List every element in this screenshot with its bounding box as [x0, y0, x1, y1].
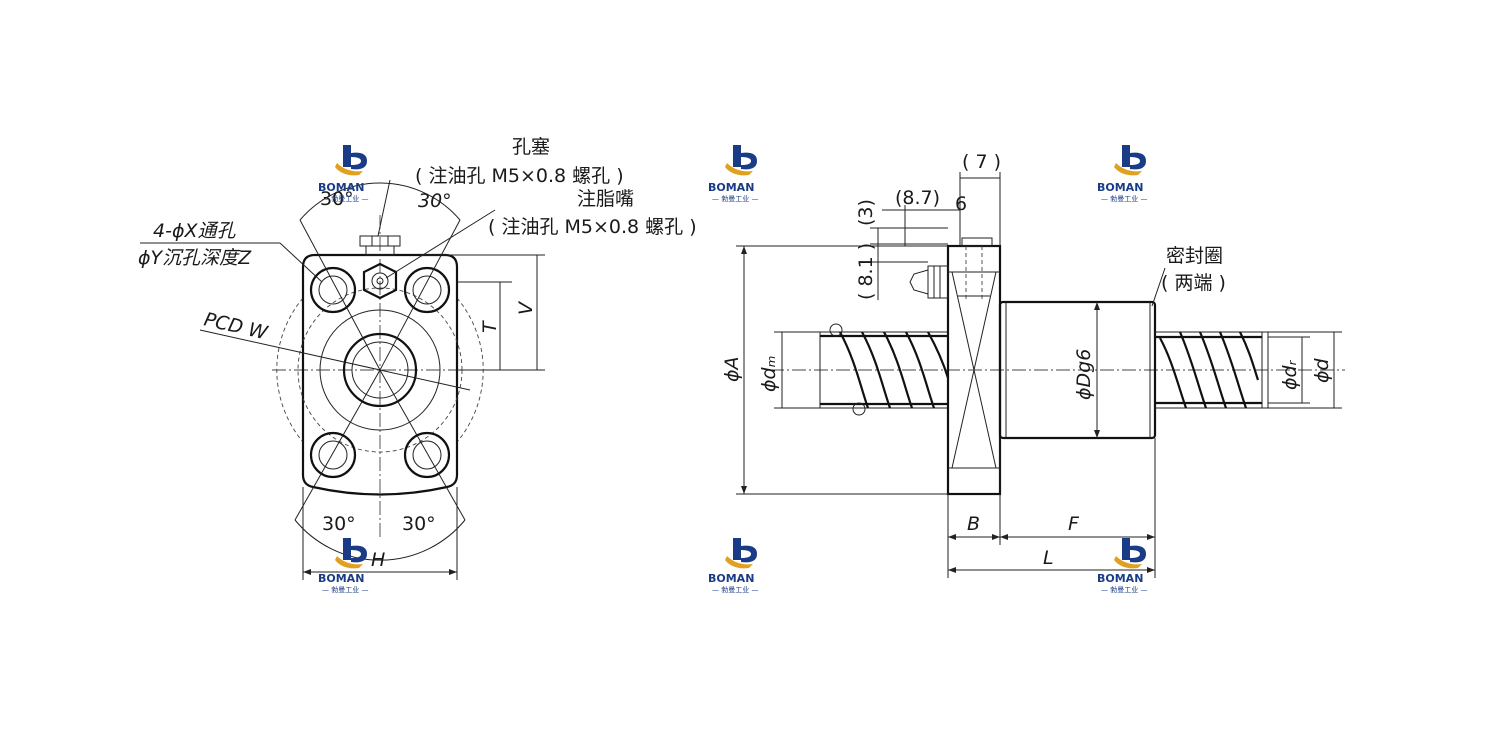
- screw-shaft-right: [1155, 331, 1269, 409]
- dim-6: 6: [955, 193, 967, 215]
- dim-dm: ϕdₘ: [758, 356, 780, 392]
- dim-T: T: [479, 320, 501, 333]
- dim-dr: ϕdᵣ: [1279, 359, 1301, 390]
- nut-flange: [946, 237, 1002, 496]
- watermark-logo-2: [725, 145, 757, 176]
- angle-top-right: 30°: [418, 190, 452, 212]
- screw-shaft-left: [819, 323, 950, 416]
- watermark-logo-1-name: BOMAN: [318, 181, 364, 194]
- labels: 孔塞 ( 注油孔 M5×0.8 螺孔 ) 注脂嘴 ( 注油孔 M5×0.8 螺孔…: [138, 136, 1333, 571]
- hole-spec-2: ϕY沉孔深度Z: [138, 247, 252, 269]
- dim-B: B: [967, 513, 980, 535]
- mounting-hole-bl: [309, 431, 357, 479]
- mounting-hole-tr: [403, 266, 451, 314]
- watermark-logo-1: [335, 145, 367, 176]
- watermark-logo-6-sub: — 勃曼工业 —: [1101, 585, 1147, 594]
- pcd-label: PCD W: [202, 308, 271, 344]
- watermark-logo-3-name: BOMAN: [1097, 181, 1143, 194]
- dim-8-1: ( 8.1 ): [855, 243, 877, 300]
- watermark-logo-2-sub: — 勃曼工业 —: [712, 194, 758, 203]
- watermark-logo-2-name: BOMAN: [708, 181, 754, 194]
- watermark-logo-5-name: BOMAN: [708, 572, 754, 585]
- dim-V: V: [515, 300, 537, 315]
- watermark-logo-1-sub: — 勃曼工业 —: [322, 194, 368, 203]
- oil-plug: [359, 235, 401, 256]
- watermark-logo-5-sub: — 勃曼工业 —: [712, 585, 758, 594]
- dim-Dg6: ϕDg6: [1073, 349, 1095, 400]
- mounting-hole-br: [403, 431, 451, 479]
- hole-spec-1: 4-ϕX通孔: [153, 220, 236, 242]
- flange-outline: [301, 253, 459, 496]
- nut-body: [998, 300, 1157, 440]
- watermark-logo-6: [1114, 538, 1146, 569]
- watermark-logo-5: [725, 538, 757, 569]
- grease-nipple-title: 注脂嘴: [577, 188, 634, 210]
- angle-bottom-left: 30°: [322, 513, 356, 535]
- dim-3: (3): [855, 199, 877, 226]
- watermark-logo-4-sub: — 勃曼工业 —: [322, 585, 368, 594]
- dim-d: ϕd: [1311, 357, 1333, 383]
- dim-H: H: [371, 549, 385, 571]
- mounting-hole-tl: [309, 266, 357, 314]
- seal-title: 密封圈: [1166, 245, 1223, 267]
- angle-bottom-right: 30°: [402, 513, 436, 535]
- watermark-logo-3-sub: — 勃曼工业 —: [1101, 194, 1147, 203]
- side-view: [736, 172, 1345, 578]
- dim-F: F: [1068, 513, 1080, 535]
- dim-8-7: (8.7): [895, 187, 940, 209]
- dim-A: ϕA: [721, 356, 743, 382]
- front-view: [140, 179, 545, 580]
- dim-7: ( 7 ): [962, 151, 1001, 173]
- angle-top-left: 30°: [320, 188, 354, 210]
- oil-plug-title: 孔塞: [512, 136, 550, 158]
- oil-plug-spec: ( 注油孔 M5×0.8 螺孔 ): [415, 165, 624, 187]
- seal-sub: ( 两端 ): [1161, 272, 1226, 294]
- grease-nipple-side: [909, 265, 949, 299]
- dim-L: L: [1043, 547, 1054, 569]
- grease-nipple-spec: ( 注油孔 M5×0.8 螺孔 ): [488, 216, 697, 238]
- watermark-logo-3: [1114, 145, 1146, 176]
- watermark-logo-6-name: BOMAN: [1097, 572, 1143, 585]
- watermark-logo-4-name: BOMAN: [318, 572, 364, 585]
- watermark-logo-4: [335, 538, 367, 569]
